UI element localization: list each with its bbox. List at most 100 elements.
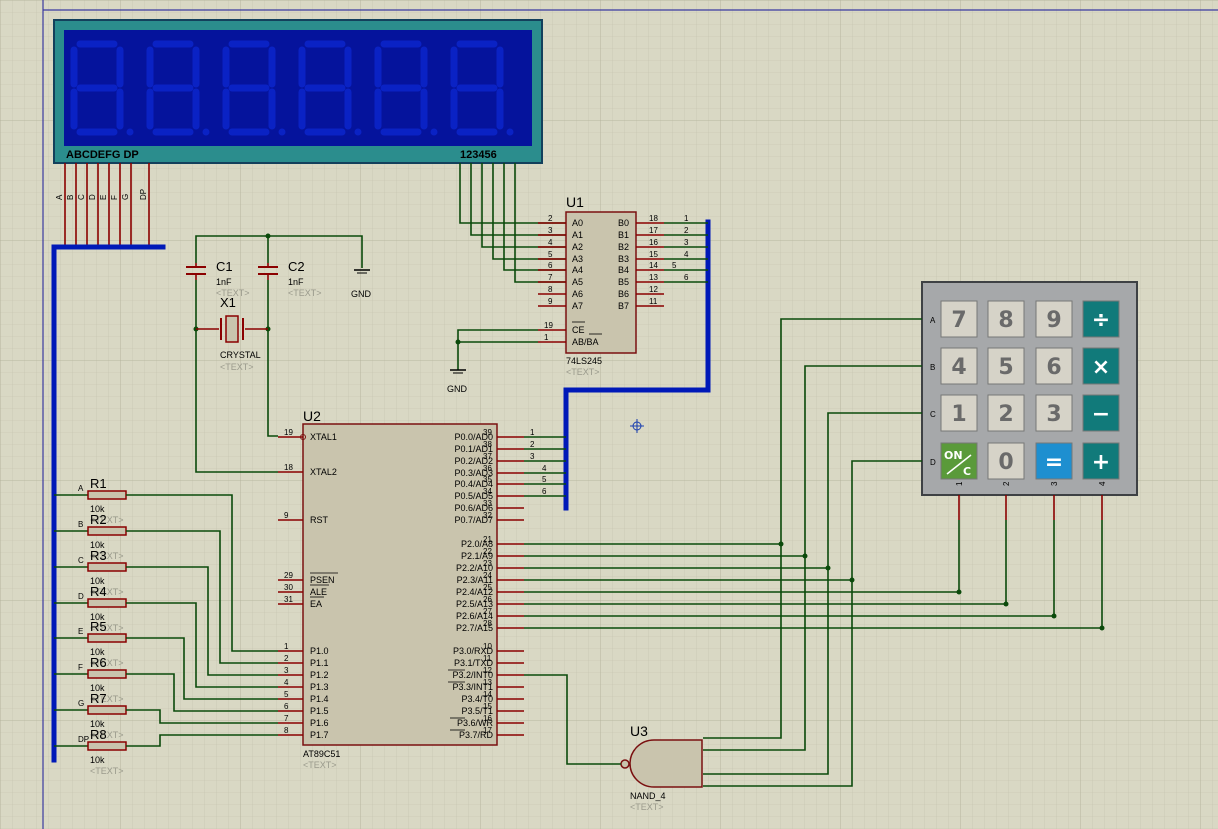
display-digit-1 xyxy=(70,40,134,136)
u1-pin-num: 3 xyxy=(548,226,553,235)
display-digit-6 xyxy=(450,40,514,136)
keypad-row-label: A xyxy=(930,316,936,325)
key-4[interactable]: 4 xyxy=(940,347,978,385)
u1-pin-num: 18 xyxy=(649,214,658,223)
key-equals[interactable]: = xyxy=(1035,442,1073,480)
key-divide[interactable]: ÷ xyxy=(1082,300,1120,338)
u2-net-label: 1 xyxy=(530,428,535,437)
u2-pin-num: 31 xyxy=(284,595,293,604)
display-pin-label: A xyxy=(55,194,64,200)
svg-text:×: × xyxy=(1092,355,1110,380)
keypad-row-label: C xyxy=(930,410,936,419)
u1-ctrl-wires xyxy=(455,329,538,370)
u3-ref: U3 xyxy=(630,723,648,739)
resistor-ref: R7 xyxy=(90,691,107,706)
key-8[interactable]: 8 xyxy=(987,300,1025,338)
u1-pin-num: 9 xyxy=(548,297,553,306)
u1-pin-num: 12 xyxy=(649,285,658,294)
display-pin-label: E xyxy=(99,195,108,200)
u2-pin-num: 30 xyxy=(284,583,293,592)
u2-net-label: 4 xyxy=(542,464,547,473)
c2-ref: C2 xyxy=(288,259,305,274)
resistor-ref: R1 xyxy=(90,476,107,491)
display-digit-5 xyxy=(374,40,438,136)
key-3[interactable]: 3 xyxy=(1035,394,1073,432)
keypad-row-label: D xyxy=(930,458,936,467)
key-5[interactable]: 5 xyxy=(987,347,1025,385)
svg-text:5: 5 xyxy=(998,355,1013,380)
u2-pin-num: 4 xyxy=(284,678,289,687)
svg-text:ON: ON xyxy=(944,449,963,462)
u2-pin-num: 6 xyxy=(284,702,289,711)
u1-net-label: 1 xyxy=(684,214,689,223)
u2-pin-num: 39 xyxy=(483,428,492,437)
resistor-text: <TEXT> xyxy=(90,623,124,633)
key-plus[interactable]: + xyxy=(1082,442,1120,480)
u1-pin-name: A4 xyxy=(572,265,583,275)
svg-text:÷: ÷ xyxy=(1092,308,1110,333)
u2-pin-name: P0.5/AD5 xyxy=(454,491,493,501)
u2-pin-name: P1.0 xyxy=(310,646,329,656)
u2-pin-num: 17 xyxy=(483,726,492,735)
resistor-text: <TEXT> xyxy=(90,551,124,561)
gnd-label-u1: GND xyxy=(447,384,468,394)
key-9[interactable]: 9 xyxy=(1035,300,1073,338)
u1-pin-name: A1 xyxy=(572,230,583,240)
u2-pin-name: P3.0/RXD xyxy=(453,646,494,656)
u1-pin-num: 7 xyxy=(548,273,553,282)
u1-output-wires xyxy=(664,222,708,283)
oscillator-circuit[interactable]: C1 1nF <TEXT> C2 1nF <TEXT> X1 CRYSTAL <… xyxy=(186,233,372,473)
u1-pin-name: A7 xyxy=(572,301,583,311)
u2-pin-num: 8 xyxy=(284,726,289,735)
u2-pin-name: P3.7/RD xyxy=(459,730,494,740)
key-minus[interactable]: − xyxy=(1082,394,1120,432)
key-7[interactable]: 7 xyxy=(940,300,978,338)
u1-pin-num: 8 xyxy=(548,285,553,294)
key-0[interactable]: 0 xyxy=(987,442,1025,480)
resistor-text: <TEXT> xyxy=(90,515,124,525)
u2-pin-name: P0.6/AD6 xyxy=(454,503,493,513)
u1-pin-num: 15 xyxy=(649,250,658,259)
resistor-text: <TEXT> xyxy=(90,694,124,704)
u1-pin-name: CE xyxy=(572,325,585,335)
key-1[interactable]: 1 xyxy=(940,394,978,432)
u1-net-label: 2 xyxy=(684,226,689,235)
u1-pin-name: B4 xyxy=(618,265,629,275)
u2-pin-num: 34 xyxy=(483,487,492,496)
u2-pin-num: 7 xyxy=(284,714,289,723)
u2-pin-name: P2.0/A8 xyxy=(461,539,493,549)
u2-pin-num: 32 xyxy=(483,511,492,520)
c1-text: <TEXT> xyxy=(216,288,250,298)
segment-bus xyxy=(51,244,166,763)
key-6[interactable]: 6 xyxy=(1035,347,1073,385)
u2-pin-num: 15 xyxy=(483,702,492,711)
u3-text: <TEXT> xyxy=(630,802,664,812)
resistor-net-label: DP xyxy=(78,735,89,744)
u3-nand4[interactable]: U3 NAND_4 <TEXT> xyxy=(620,723,703,812)
gnd-symbol-u1: GND xyxy=(447,369,468,394)
key-multiply[interactable]: × xyxy=(1082,347,1120,385)
u2-pin-num: 27 xyxy=(483,607,492,616)
key-on-clear[interactable]: ONC xyxy=(940,442,978,480)
resistor-ref: R8 xyxy=(90,727,107,742)
svg-text:0: 0 xyxy=(998,450,1013,475)
svg-text:6: 6 xyxy=(1046,355,1061,380)
seven-segment-display[interactable]: ABCDEFG DP 123456 xyxy=(53,19,543,164)
key-2[interactable]: 2 xyxy=(987,394,1025,432)
u2-pin-num: 18 xyxy=(284,463,293,472)
c1-value: 1nF xyxy=(216,277,232,287)
u2-net-label: 3 xyxy=(530,452,535,461)
u1-pin-name: B5 xyxy=(618,277,629,287)
svg-text:1: 1 xyxy=(951,402,966,427)
